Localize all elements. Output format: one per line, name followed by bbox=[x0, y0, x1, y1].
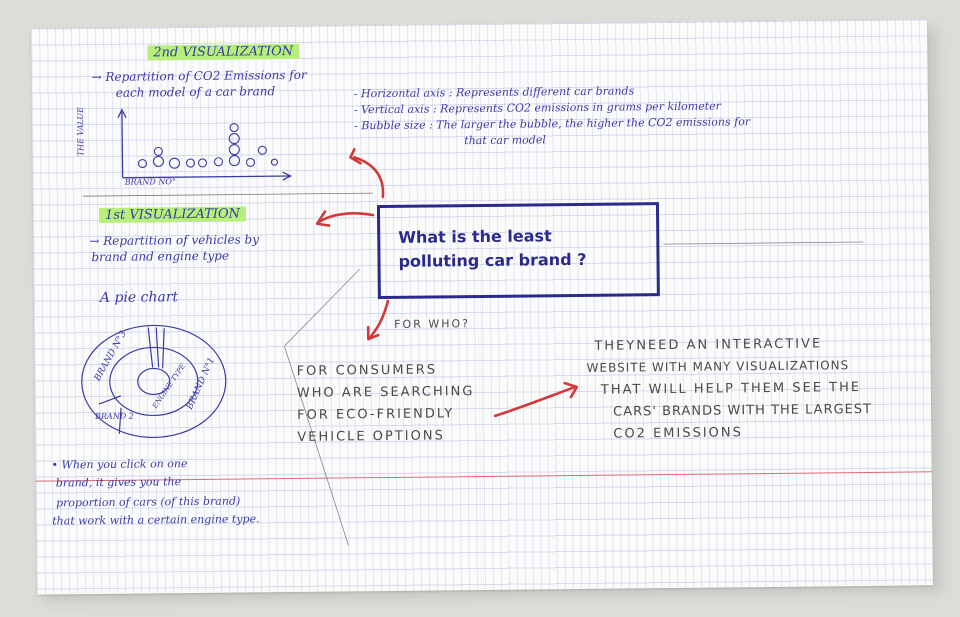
red-arrows bbox=[284, 148, 579, 546]
ring-divider bbox=[147, 327, 154, 368]
for-who-label: FOR WHO? bbox=[394, 317, 471, 331]
bubble-chart-sketch bbox=[117, 108, 293, 181]
ring-divider bbox=[155, 327, 160, 368]
ring-divider bbox=[162, 328, 165, 369]
consumers-line-3: FOR ECO-FRIENDLY bbox=[297, 406, 455, 423]
middle-ring bbox=[109, 346, 199, 417]
need-line-2: WEBSITE WITH MANY VISUALIZATIONS bbox=[586, 358, 850, 375]
donut-chart-sketch bbox=[81, 324, 227, 439]
bubbles bbox=[137, 123, 279, 169]
pencil-divider bbox=[82, 192, 373, 197]
arrow-to-for-who bbox=[369, 299, 390, 339]
ring-divider bbox=[118, 407, 122, 434]
need-line-5: CO2 EMISSIONS bbox=[613, 425, 743, 442]
arrow-to-viz2 bbox=[353, 156, 385, 199]
pencil-divider-right bbox=[663, 241, 864, 245]
notebook-sheet: 2nd VISUALIZATION → Repartition of CO2 E… bbox=[31, 19, 933, 595]
outer-ring bbox=[81, 324, 227, 439]
need-line-3: THAT WILL HELP THEM SEE THE bbox=[600, 380, 862, 398]
need-line-1: THEYNEED AN INTERACTIVE bbox=[594, 336, 823, 354]
inner-ring bbox=[137, 367, 171, 396]
consumers-line-1: FOR CONSUMERS bbox=[296, 362, 438, 379]
need-line-4: CARS' BRANDS WITH THE LARGEST bbox=[613, 401, 873, 420]
arrow-to-viz1 bbox=[317, 212, 375, 224]
ring-divider bbox=[98, 395, 122, 405]
bubble-axes bbox=[117, 108, 293, 181]
arrow-to-need bbox=[493, 385, 577, 418]
consumers-line-2: WHO ARE SEARCHING bbox=[296, 384, 475, 401]
pencil-lines bbox=[284, 268, 360, 546]
consumers-line-4: VEHICLE OPTIONS bbox=[297, 428, 445, 445]
